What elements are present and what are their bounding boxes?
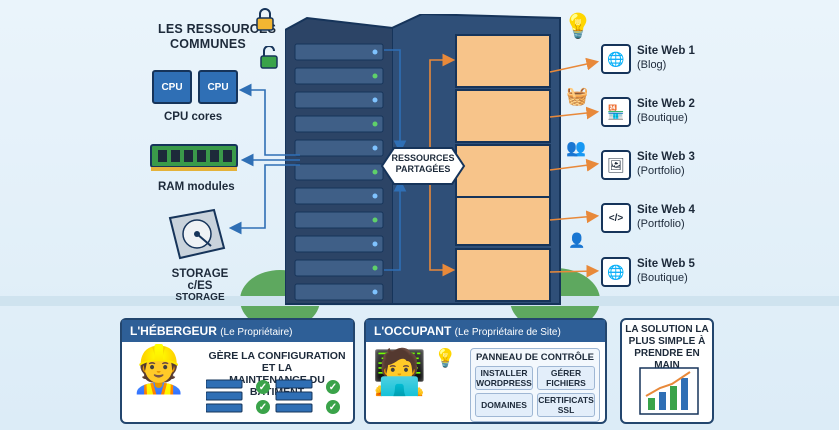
- check-icon: ✓: [256, 400, 270, 414]
- check-icon: ✓: [326, 380, 340, 394]
- shop-icon: 🏪: [601, 97, 631, 127]
- globe-icon: 🌐: [601, 44, 631, 74]
- shared-resources-title: LES RESSOURCES COMMUNES: [158, 22, 277, 51]
- domains-button[interactable]: DOMAINES: [475, 393, 533, 417]
- hard-drive-icon: [168, 208, 226, 260]
- site-3: 🖼 Site Web 3(Portfolio): [601, 150, 695, 203]
- host-panel-header: L'HÉBERGEUR (Le Propriétaire): [122, 320, 353, 342]
- mini-server-icons: [205, 379, 313, 413]
- shared-resources-badge: RESSOURCES PARTAGÉES: [391, 153, 455, 174]
- basket-icon: 🧺: [566, 86, 589, 106]
- code-icon: </>: [601, 203, 631, 233]
- floor-5: [455, 248, 551, 302]
- site-2: 🏪 Site Web 2(Boutique): [601, 97, 695, 150]
- image-icon: 🖼: [601, 150, 631, 180]
- tenant-panel: L'OCCUPANT (Le Propriétaire de Site) 🧑‍💻…: [364, 318, 607, 424]
- globe-icon: 🌐: [601, 257, 631, 287]
- site-1: 🌐 Site Web 1(Blog): [601, 44, 695, 97]
- unlock-icon: [260, 46, 278, 69]
- cpu-chip-2: CPU: [198, 70, 238, 104]
- worker-icon: 👷: [130, 343, 188, 395]
- user-laptop-icon: 🧑‍💻: [372, 348, 427, 397]
- mini-servers: [205, 378, 346, 423]
- cpu-chip-1: CPU: [152, 70, 192, 104]
- check-icon: ✓: [326, 400, 340, 414]
- ram-label: RAM modules: [158, 181, 235, 193]
- user-shield-icon: 👤: [568, 232, 586, 248]
- floor-2: [455, 89, 551, 143]
- ram-module-icon: [150, 144, 238, 171]
- users-icon: 👥: [566, 140, 586, 157]
- cpu-label: CPU cores: [164, 111, 223, 123]
- solution-text: LA SOLUTION LA PLUS SIMPLE À PRENDRE EN …: [625, 324, 709, 371]
- site-5: 🌐 Site Web 5(Boutique): [601, 257, 695, 287]
- idea-bulb-icon: 💡: [434, 348, 457, 368]
- floor-1: [455, 34, 551, 88]
- shared-resources-badge-shape: [380, 147, 466, 185]
- control-panel-title: PANNEAU DE CONTRÔLE: [475, 352, 595, 363]
- storage-label: STORAGE c/ES STORAGE: [171, 268, 229, 303]
- server-rack: [285, 16, 394, 305]
- site-list: 🌐 Site Web 1(Blog) 🏪 Site Web 2(Boutique…: [601, 44, 695, 287]
- lightbulb-icon: 💡: [563, 13, 593, 40]
- solution-panel: LA SOLUTION LA PLUS SIMPLE À PRENDRE EN …: [620, 318, 714, 424]
- lock-icon: [256, 8, 274, 31]
- tenant-panel-header: L'OCCUPANT (Le Propriétaire de Site): [366, 320, 605, 342]
- check-icon: ✓: [256, 380, 270, 394]
- growth-chart-icon: [639, 367, 699, 415]
- host-panel: L'HÉBERGEUR (Le Propriétaire) 👷 GÈRE LA …: [120, 318, 355, 424]
- site-4: </> Site Web 4(Portfolio): [601, 203, 695, 257]
- floor-4: [455, 196, 551, 246]
